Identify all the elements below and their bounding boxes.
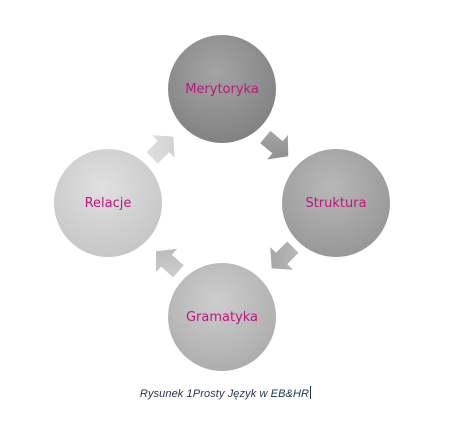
arrow-relacje-to-merytoryka-icon [140, 125, 185, 170]
node-relacje: Relacje [54, 149, 162, 257]
arrow-merytoryka-to-struktura-icon [254, 124, 299, 169]
figure-caption-text: Rysunek 1Prosty Język w EB&HR [139, 388, 310, 400]
node-gramatyka: Gramatyka [168, 263, 276, 371]
node-label-relacje: Relacje [85, 196, 132, 211]
figure-caption: Rysunek 1Prosty Język w EB&HR [0, 386, 451, 400]
arrow-gramatyka-to-relacje-icon [145, 239, 190, 284]
node-label-struktura: Struktura [305, 196, 366, 211]
text-cursor [310, 386, 312, 399]
node-merytoryka: Merytoryka [168, 35, 276, 143]
node-struktura: Struktura [282, 149, 390, 257]
node-label-merytoryka: Merytoryka [185, 82, 259, 97]
arrow-struktura-to-gramatyka-icon [260, 235, 305, 280]
node-label-gramatyka: Gramatyka [186, 310, 258, 325]
